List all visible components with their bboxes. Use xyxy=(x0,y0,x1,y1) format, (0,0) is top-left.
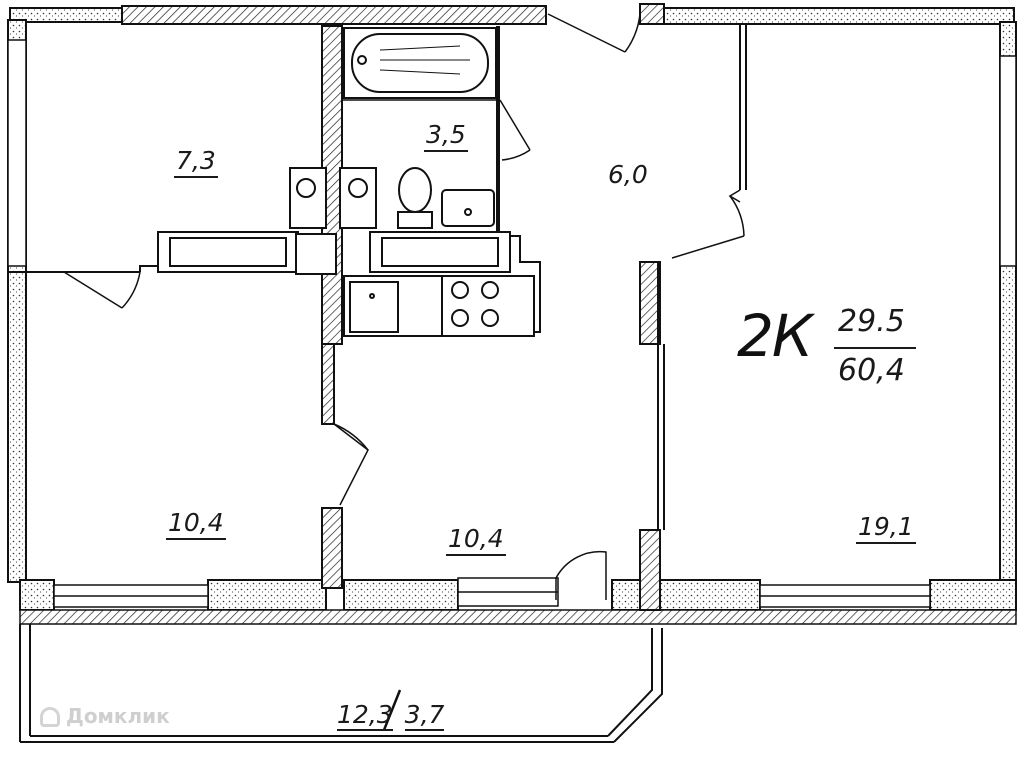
windows xyxy=(7,39,1017,608)
room-area-hallway: 6,0 xyxy=(608,160,648,189)
radiator-block xyxy=(157,167,511,275)
bathtub xyxy=(343,27,497,99)
interior-walls xyxy=(321,25,661,611)
living-area-value: 29.5 xyxy=(838,304,905,339)
room-area-bathroom: 3,5 xyxy=(424,120,468,152)
fraction-line xyxy=(834,347,916,349)
kitchen-counter xyxy=(343,275,535,337)
room-area-living-room: 19,1 xyxy=(856,512,916,544)
balcony xyxy=(19,624,663,743)
room-area-bedroom-left: 10,4 xyxy=(166,508,226,540)
toilet-and-sink xyxy=(397,167,495,229)
total-area-value: 60,4 xyxy=(838,353,905,388)
balcony-area-reduced: 3,7 xyxy=(404,700,445,731)
doors xyxy=(63,13,745,600)
room-area-kitchen: 10,4 xyxy=(446,524,506,556)
watermark: Домклик xyxy=(40,704,170,728)
balcony-area-full: 12,3 xyxy=(337,700,393,731)
watermark-text: Домклик xyxy=(66,704,170,728)
apartment-type-code: 2К xyxy=(737,302,813,370)
partitions xyxy=(26,24,747,530)
room-area-top-left: 7,3 xyxy=(174,146,218,178)
house-icon xyxy=(40,707,60,727)
balcony-area-label: 12,3 3,7 xyxy=(337,700,445,731)
